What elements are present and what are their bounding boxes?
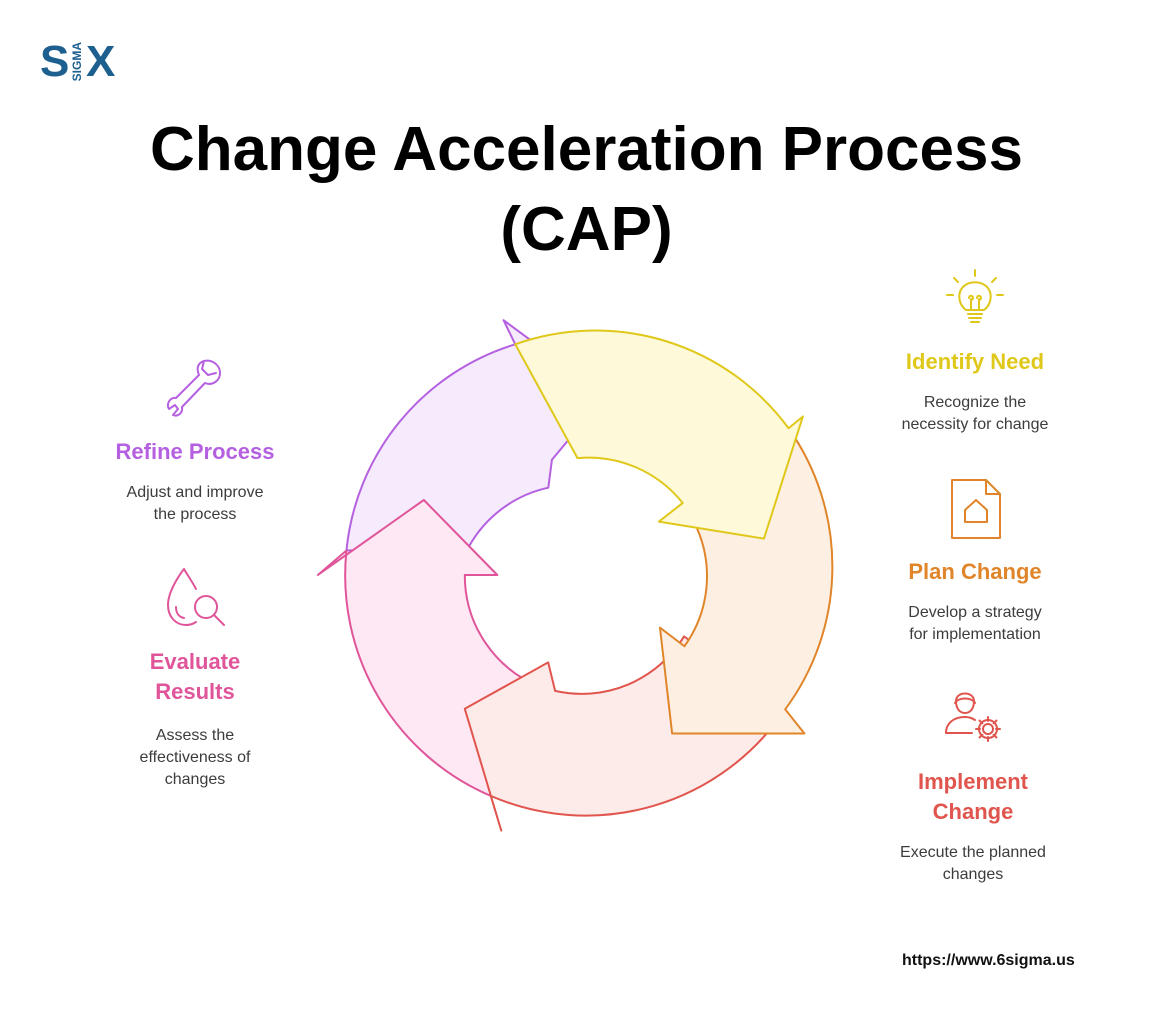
step-desc-identify-need: Recognize the necessity for change	[860, 392, 1090, 436]
footer-url[interactable]: https://www.6sigma.us	[902, 952, 1075, 969]
step-desc-implement-change: Execute the planned changes	[860, 842, 1086, 886]
step-title-evaluate-results: Evaluate Results	[82, 647, 308, 707]
step-title-refine-process: Refine Process	[115, 439, 275, 464]
step-desc-line: Recognize the	[923, 394, 1027, 411]
cycle-diagram	[316, 319, 834, 832]
logo-sigma: SIGMA	[70, 42, 84, 82]
cycle-arrow-plan	[658, 427, 834, 735]
step-desc-line: Adjust and improve	[126, 484, 264, 501]
step-title-line: Change	[932, 799, 1014, 824]
step-title-plan-change: Plan Change	[908, 559, 1042, 584]
page-title-line2: (CAP)	[500, 195, 673, 264]
page-title: Change Acceleration Process (CAP)	[0, 110, 1173, 270]
step-title-implement-change: Implement Change	[860, 767, 1086, 827]
step-desc-plan-change: Develop a strategy for implementation	[860, 602, 1090, 646]
document-home-icon	[951, 479, 1001, 539]
drop-magnifier-icon	[167, 568, 225, 626]
step-desc-line: effectiveness of	[139, 749, 251, 766]
step-desc-line: Assess the	[155, 727, 235, 744]
step-desc-line: necessity for change	[901, 416, 1049, 433]
step-title-line: Implement	[917, 769, 1029, 794]
logo-s: S	[40, 37, 70, 86]
step-desc-line: for implementation	[909, 626, 1041, 643]
cycle-arrow-identify	[514, 329, 804, 540]
page-title-line1: Change Acceleration Process	[150, 115, 1023, 184]
step-desc-line: Execute the planned	[900, 844, 1046, 861]
step-desc-line: Develop a strategy	[908, 604, 1042, 621]
person-gear-icon	[945, 692, 1001, 742]
lightbulb-icon	[946, 269, 1004, 323]
step-desc-refine-process: Adjust and improve the process	[82, 482, 308, 526]
step-desc-line: changes	[164, 771, 226, 788]
step-title-line: Results	[155, 679, 235, 704]
step-title-identify-need: Identify Need	[905, 349, 1045, 374]
wrench-icon	[166, 359, 221, 417]
logo-x: X	[86, 37, 116, 86]
step-title-line: Evaluate	[149, 649, 241, 674]
step-desc-line: changes	[942, 866, 1004, 883]
six-sigma-logo: S SIGMA X	[40, 40, 124, 84]
step-desc-evaluate-results: Assess the effectiveness of changes	[82, 725, 308, 791]
step-desc-line: the process	[153, 506, 237, 523]
